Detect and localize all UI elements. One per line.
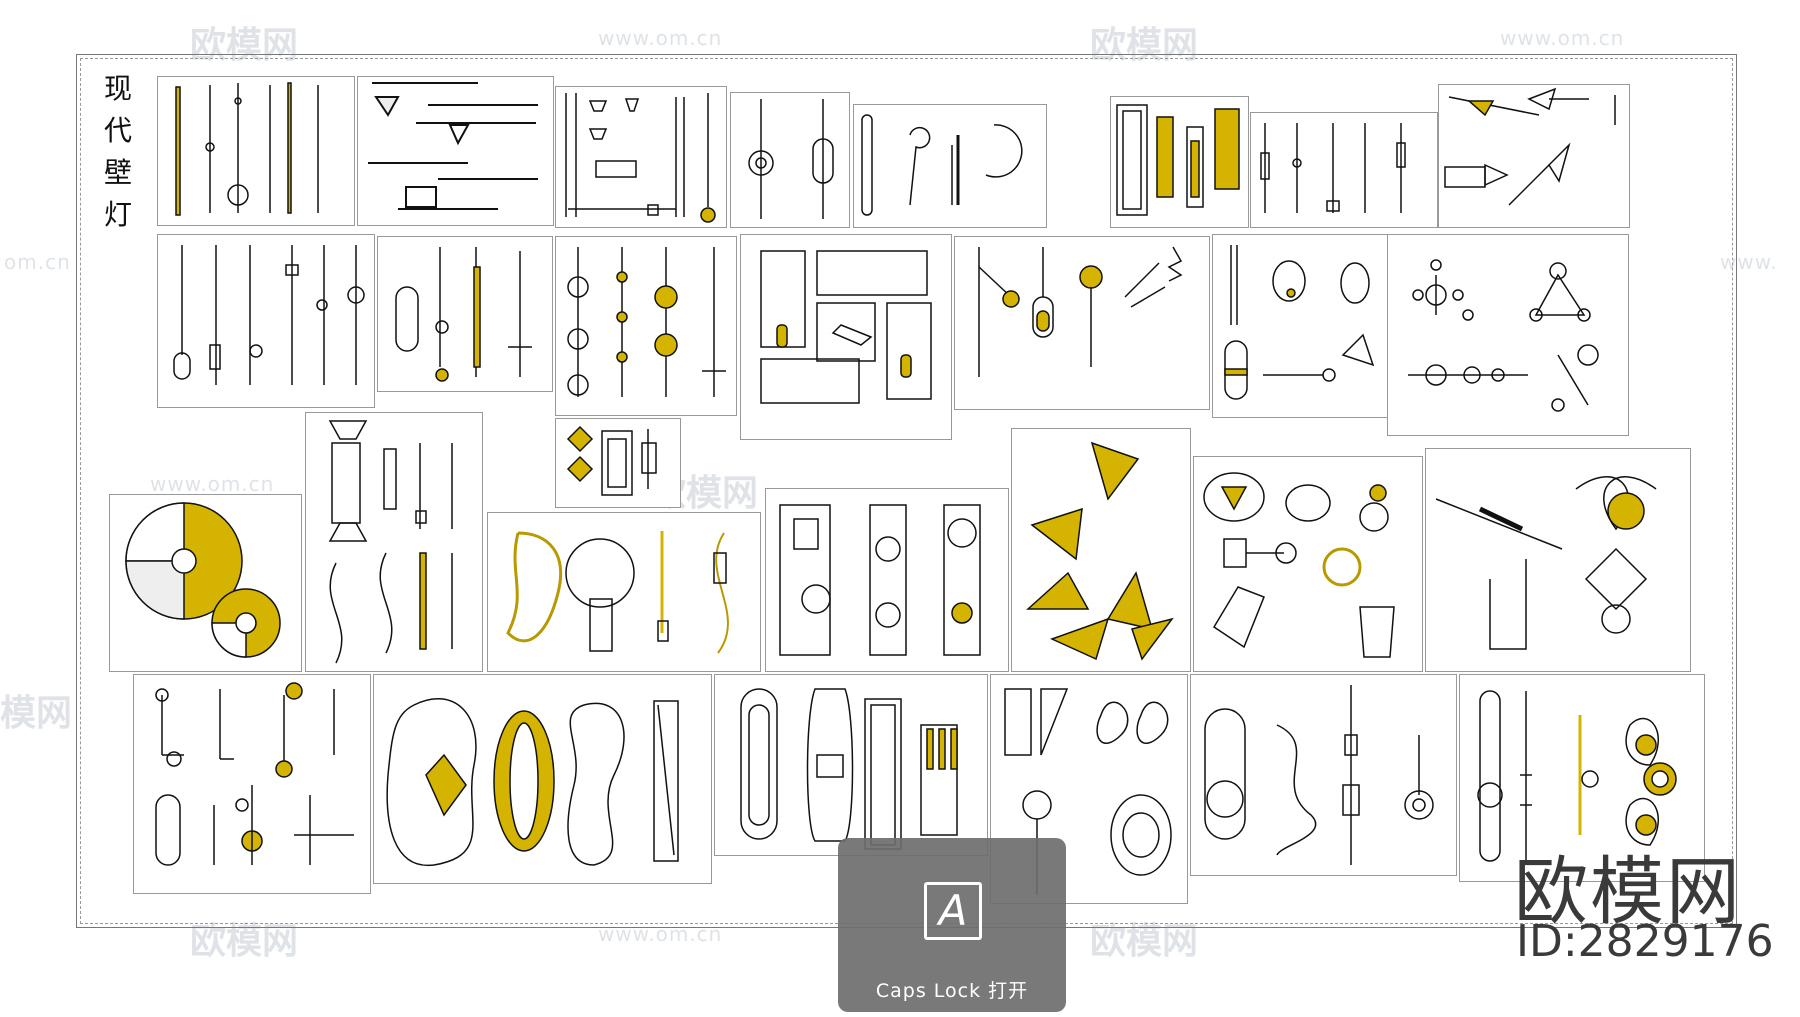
lamp-panel <box>109 494 302 672</box>
lamp-drawing <box>175 82 319 216</box>
brand-logo-text: 欧模网 <box>1514 849 1742 935</box>
lamp-drawing <box>155 682 354 866</box>
lamp-drawing <box>1026 441 1174 661</box>
lamp-panel <box>1110 96 1249 228</box>
lamp-panel <box>1212 234 1388 418</box>
lamp-panel <box>157 76 355 226</box>
caps-lock-label: Caps Lock 打开 <box>875 980 1029 1002</box>
lamp-panel <box>740 234 952 440</box>
lamp-drawing <box>1408 259 1599 412</box>
lamp-drawing <box>779 504 981 656</box>
caps-lock-icon: A <box>924 882 982 940</box>
lamp-drawing <box>861 114 1023 216</box>
watermark-url: www.om.cn <box>1500 26 1625 50</box>
lamp-drawing <box>1260 123 1406 213</box>
lamp-drawing <box>1004 688 1172 895</box>
lamp-panel <box>1193 456 1423 672</box>
model-id: ID:2829176 <box>1516 916 1774 967</box>
lamp-drawing <box>978 246 1183 377</box>
lamp-panel <box>853 104 1047 228</box>
lamp-panel <box>1250 112 1438 228</box>
lamp-drawing <box>1477 690 1677 862</box>
lamp-panel <box>1387 234 1629 436</box>
lamp-panel <box>373 674 712 884</box>
lamp-panel <box>555 418 681 508</box>
lamp-panel <box>1438 84 1630 228</box>
caps-lock-indicator <box>838 838 1066 1012</box>
lamp-panel <box>954 236 1210 410</box>
lamp-drawing <box>748 99 834 219</box>
lamp-drawing <box>1116 104 1240 216</box>
watermark-url-fragment: om.cn <box>4 250 71 274</box>
lamp-drawing <box>173 245 365 385</box>
lamp-panel <box>1425 448 1691 672</box>
lamp-panel <box>765 488 1009 672</box>
sheet-title: 现代壁灯 <box>104 72 133 231</box>
lamp-panel <box>305 412 483 672</box>
lamp-drawing <box>1224 245 1375 400</box>
lamp-panel <box>714 674 988 856</box>
lamp-drawing <box>506 531 729 654</box>
lamp-drawing <box>1203 472 1395 658</box>
lamp-drawing <box>328 420 453 664</box>
lamp-drawing <box>566 425 657 496</box>
lamp-drawing <box>760 250 932 404</box>
lamp-panel <box>1190 674 1457 876</box>
lamp-drawing <box>1435 476 1657 650</box>
lamp-panel <box>157 234 375 408</box>
lamp-drawing <box>386 698 679 866</box>
lamp-drawing <box>567 247 726 397</box>
lamp-drawing <box>565 93 716 223</box>
lamp-panel <box>487 512 761 672</box>
lamp-drawing <box>1444 87 1616 206</box>
lamp-drawing <box>125 502 281 658</box>
lamp-drawing <box>395 247 532 382</box>
lamp-drawing <box>368 82 538 210</box>
lamp-panel <box>133 674 371 894</box>
lamp-panel <box>555 86 727 228</box>
lamp-panel <box>377 236 553 392</box>
lamp-panel <box>1459 674 1705 882</box>
lamp-panel <box>730 92 850 228</box>
lamp-panel <box>357 76 554 226</box>
lamp-panel <box>555 236 737 416</box>
lamp-panel <box>1011 428 1191 672</box>
watermark-logo-partial: 模网 <box>0 693 73 734</box>
watermark-url: www.om.cn <box>598 26 723 50</box>
lamp-drawing <box>740 688 958 850</box>
lamp-drawing <box>1204 685 1434 865</box>
